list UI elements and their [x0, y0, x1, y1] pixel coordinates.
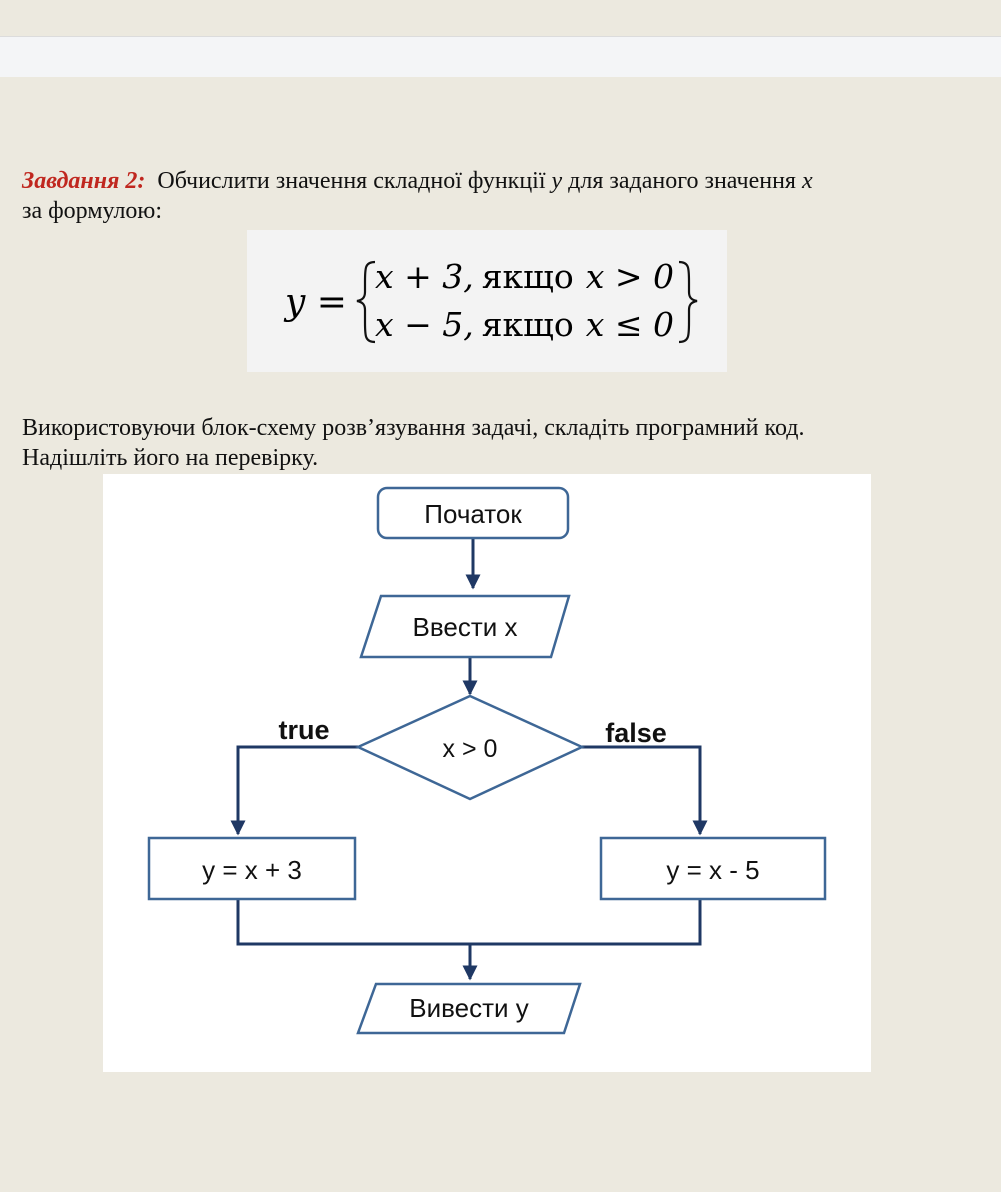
task-text-part1: Обчислити значення складної функції [157, 168, 552, 194]
task-label: Завдання 2: [22, 168, 146, 194]
connector-true-branch [230, 745, 358, 836]
true-branch-label: true [278, 715, 329, 745]
case2-expression: x − 5, [375, 305, 474, 344]
case2-condition-word: якщо [482, 305, 574, 344]
true-action-label: y = x + 3 [202, 855, 302, 885]
condition-diamond [355, 694, 585, 801]
task-line-1: Завдання 2: Обчислити значення складної ф… [22, 166, 982, 196]
task-var-x: x [801, 168, 813, 194]
left-brace [356, 260, 376, 344]
flowchart: Початок Ввести x x > 0 true false y = x … [147, 486, 827, 1035]
instruction-line-2: Надішліть його на перевірку. [22, 445, 319, 471]
task-line-2: за формулою: [22, 198, 163, 224]
false-branch-label: false [605, 718, 667, 748]
task-text-part2: для заданого значення [562, 168, 802, 194]
formula-box: y = x + 3,якщо x > 0 x − 5,якщо x ≤ 0 [247, 230, 727, 372]
false-action-box [599, 836, 827, 901]
case1-condition: x > 0 [586, 257, 674, 296]
piecewise-formula: y = x + 3,якщо x > 0 x − 5,якщо x ≤ 0 [283, 257, 698, 344]
case1-expression: x + 3, [375, 257, 474, 296]
formula-lhs: y = [283, 282, 347, 323]
connector-merge [236, 900, 702, 946]
true-action-box [147, 836, 357, 901]
connector-false-branch [582, 745, 708, 836]
formula-case-2: x − 5,якщо x ≤ 0 [375, 305, 674, 344]
right-brace [678, 260, 698, 344]
condition-label: x > 0 [443, 735, 498, 763]
instruction-line-1: Використовуючи блок-схему розв’язування … [22, 415, 805, 441]
top-toolbar-strip [0, 36, 1001, 77]
output-parallelogram [356, 982, 582, 1035]
instructions: Використовуючи блок-схему розв’язування … [22, 413, 982, 473]
start-label: Початок [424, 499, 522, 529]
input-parallelogram [359, 594, 571, 659]
task-statement: Завдання 2: Обчислити значення складної ф… [22, 166, 982, 226]
case1-condition-word: якщо [482, 257, 574, 296]
flowchart-panel: Початок Ввести x x > 0 true false y = x … [103, 474, 871, 1072]
input-label: Ввести x [413, 612, 518, 642]
start-terminator [376, 486, 570, 540]
formula-case-1: x + 3,якщо x > 0 [375, 257, 674, 296]
false-action-label: y = x - 5 [666, 855, 759, 885]
task-var-y: y [551, 168, 563, 194]
output-label: Вивести y [409, 993, 529, 1023]
case2-condition: x ≤ 0 [586, 305, 674, 344]
